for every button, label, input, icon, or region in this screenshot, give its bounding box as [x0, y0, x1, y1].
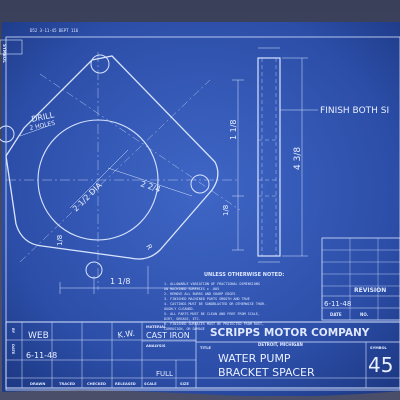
top-strip-text: D52 3-11-45 DEPT 116: [30, 28, 79, 33]
note-line-10: CORROSION, OR DAMAGE: [164, 327, 205, 331]
plate-view: [0, 52, 244, 294]
dim-left-vertical: 1/8: [56, 235, 64, 246]
material-value: CAST IRON: [146, 331, 190, 340]
finish-note: FINISH BOTH SI: [320, 106, 389, 116]
label-released: RELEASED: [115, 382, 136, 386]
right-hole: [190, 174, 210, 194]
revision-col-no: NO.: [360, 312, 369, 317]
analysis-label: ANALYSIS: [146, 344, 166, 348]
note-line-9: 6. FINISHED SURFACES MUST BE PROTECTED F…: [164, 322, 264, 326]
size-label: SIZE: [180, 382, 190, 386]
dim-right-vertical: 1/8: [222, 205, 230, 216]
top-hole: [90, 54, 110, 74]
note-line-7: 5. ALL PARTS MUST BE CLEAN AND FREE FROM…: [164, 312, 260, 316]
drawn-by-value: WEB: [28, 331, 49, 341]
note-line-4: 3. FINISHED MACHINED PARTS SMOOTH AND TR…: [164, 297, 250, 301]
dim-corner-radius: R: [144, 243, 153, 251]
note-line-1: 1. ALLOWABLE VARIATION OF FRACTIONAL DIM…: [164, 282, 260, 286]
scale-value: FULL: [156, 370, 173, 378]
dim-height: 1 1/8: [229, 119, 238, 140]
note-line-5: 4. CASTINGS MUST BE SANDBLASTED OR OTHER…: [164, 302, 266, 306]
symbol-vertical-label: SYMBOL: [2, 44, 7, 63]
title-block: [5, 321, 400, 389]
part-title-line-1: WATER PUMP: [218, 352, 291, 365]
company-name: SCRIPPS MOTOR COMPANY: [210, 327, 370, 339]
label-drawn: DRAWN: [30, 382, 45, 386]
note-line-2: ON MACHINED SURFACES ± .005: [164, 287, 219, 291]
title-block-by-label: BY: [11, 328, 15, 334]
note-line-3: 2. REMOVE ALL BURRS AND SHARP EDGES: [164, 292, 235, 296]
note-line-6: OUGHLY CLEANED.: [164, 307, 195, 311]
general-notes: UNLESS OTHERWISE NOTED: 1. ALLOWABLE VAR…: [164, 272, 284, 331]
title-label: TITLE: [200, 346, 212, 350]
checked-by-value: K.W.: [117, 329, 135, 340]
revision-title: REVISION: [354, 287, 386, 294]
dim-overall-height: 4 3/8: [293, 147, 303, 170]
part-title-line-2: BRACKET SPACER: [218, 366, 315, 379]
material-label: MATERIAL: [146, 325, 167, 329]
outer-border: [5, 36, 400, 391]
dim-bottom: 1 1/8: [110, 277, 131, 286]
notes-heading: UNLESS OTHERWISE NOTED:: [204, 272, 284, 278]
left-hole: [0, 125, 15, 143]
scale-label: SCALE: [144, 382, 157, 386]
label-traced: TRACED: [59, 382, 75, 386]
title-block-date-label: DATE: [11, 344, 15, 355]
drawn-date-value: 6-11-48: [26, 351, 57, 360]
label-checked: CHECKED: [87, 382, 106, 386]
symbol-label: SYMBOL: [370, 346, 388, 350]
note-line-8: DIRT, GREASE, ETC.: [164, 317, 201, 321]
revision-block: 6-11-48 REVISION DATE NO.: [321, 237, 400, 321]
company-location: DETROIT, MICHIGAN: [258, 342, 303, 347]
revision-col-date: DATE: [330, 312, 342, 317]
revision-date-value: 6-11-48: [324, 300, 351, 308]
side-view: [257, 47, 318, 263]
symbol-number: 45: [368, 353, 393, 377]
